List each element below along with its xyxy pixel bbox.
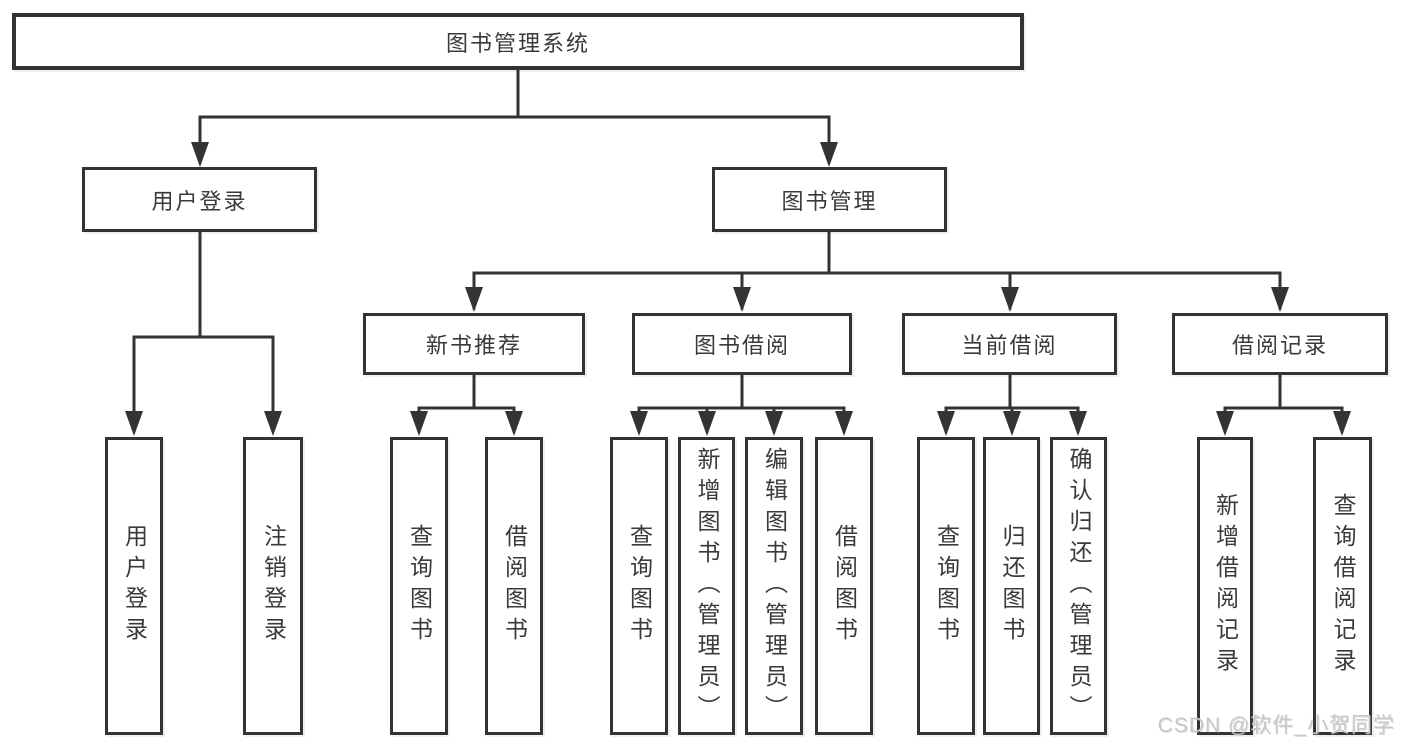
node-leaf-br-query-record: 查询借阅记录 [1313, 437, 1372, 735]
arrow-down-icon [410, 411, 428, 436]
connector-root-to-level2 [198, 68, 831, 164]
connector-book-borrow-group [637, 373, 846, 433]
arrow-down-icon [1001, 287, 1019, 312]
node-leaf-cb-confirm-return-admin: 确认归还（管理员） [1050, 437, 1107, 735]
node-book-borrow: 图书借阅 [632, 313, 852, 375]
node-book-borrow-label: 图书借阅 [693, 333, 790, 358]
arrow-down-icon [630, 411, 648, 436]
node-leaf-nb-borrow-book: 借阅图书 [485, 437, 543, 735]
node-leaf-nb-borrow-book-label: 借阅图书 [501, 524, 528, 648]
arrow-down-icon [1216, 411, 1234, 436]
node-leaf-nb-query-book-label: 查询图书 [406, 524, 433, 648]
connector-user-login-group [132, 230, 275, 432]
node-leaf-cb-query-book: 查询图书 [917, 437, 975, 735]
node-leaf-bb-add-book-admin: 新增图书（管理员） [678, 437, 735, 735]
node-leaf-cb-return-book: 归还图书 [983, 437, 1040, 735]
node-book-mgmt: 图书管理 [712, 167, 947, 232]
node-leaf-cb-query-book-label: 查询图书 [933, 524, 960, 648]
node-new-book: 新书推荐 [363, 313, 585, 375]
node-leaf-br-add-record: 新增借阅记录 [1197, 437, 1253, 735]
node-leaf-bb-edit-book-admin-label: 编辑图书（管理员） [761, 446, 788, 726]
node-book-mgmt-label: 图书管理 [781, 188, 878, 214]
node-borrow-record: 借阅记录 [1172, 313, 1388, 375]
node-new-book-label: 新书推荐 [425, 333, 522, 358]
node-borrow-record-label: 借阅记录 [1231, 333, 1328, 358]
arrow-down-icon [937, 411, 955, 436]
node-leaf-bb-edit-book-admin: 编辑图书（管理员） [745, 437, 803, 735]
arrow-down-icon [191, 142, 209, 167]
connector-book-mgmt-group [472, 230, 1282, 310]
node-leaf-bb-borrow-book: 借阅图书 [815, 437, 873, 735]
node-leaf-bb-query-book: 查询图书 [610, 437, 668, 735]
node-leaf-logout-label: 注销登录 [260, 524, 287, 648]
arrow-down-icon [465, 287, 483, 312]
node-leaf-cb-confirm-return-admin-label: 确认归还（管理员） [1066, 446, 1092, 726]
node-leaf-br-query-record-label: 查询借阅记录 [1330, 493, 1356, 679]
arrow-down-icon [733, 287, 751, 312]
arrow-down-icon [835, 411, 853, 436]
node-leaf-nb-query-book: 查询图书 [390, 437, 448, 735]
node-system-root: 图书管理系统 [12, 13, 1024, 70]
node-user-login: 用户登录 [82, 167, 317, 232]
node-leaf-bb-add-book-admin-label: 新增图书（管理员） [694, 446, 720, 726]
node-leaf-br-add-record-label: 新增借阅记录 [1212, 493, 1239, 679]
node-leaf-user-login-label: 用户登录 [121, 524, 148, 648]
connector-borrow-record-group [1223, 373, 1344, 433]
arrow-down-icon [505, 411, 523, 436]
arrow-down-icon [765, 411, 783, 436]
node-current-borrow: 当前借阅 [902, 313, 1117, 375]
arrow-down-icon [125, 411, 143, 436]
node-leaf-bb-query-book-label: 查询图书 [626, 524, 653, 648]
node-leaf-cb-return-book-label: 归还图书 [999, 524, 1025, 648]
arrow-down-icon [698, 411, 716, 436]
arrow-down-icon [264, 411, 282, 436]
node-leaf-bb-borrow-book-label: 借阅图书 [831, 524, 858, 648]
arrow-down-icon [1003, 411, 1021, 436]
connector-new-book-group [417, 373, 516, 433]
csdn-watermark: CSDN @软件_小贺同学 [1157, 714, 1395, 737]
node-system-root-label: 图书管理系统 [445, 30, 590, 56]
node-leaf-logout: 注销登录 [243, 437, 303, 735]
arrow-down-icon [1271, 287, 1289, 312]
node-user-login-label: 用户登录 [151, 188, 248, 214]
node-current-borrow-label: 当前借阅 [961, 333, 1058, 358]
node-leaf-user-login: 用户登录 [105, 437, 163, 735]
arrow-down-icon [820, 142, 838, 167]
arrow-down-icon [1069, 411, 1087, 436]
arrow-down-icon [1333, 411, 1351, 436]
arrowheads [125, 142, 1351, 436]
